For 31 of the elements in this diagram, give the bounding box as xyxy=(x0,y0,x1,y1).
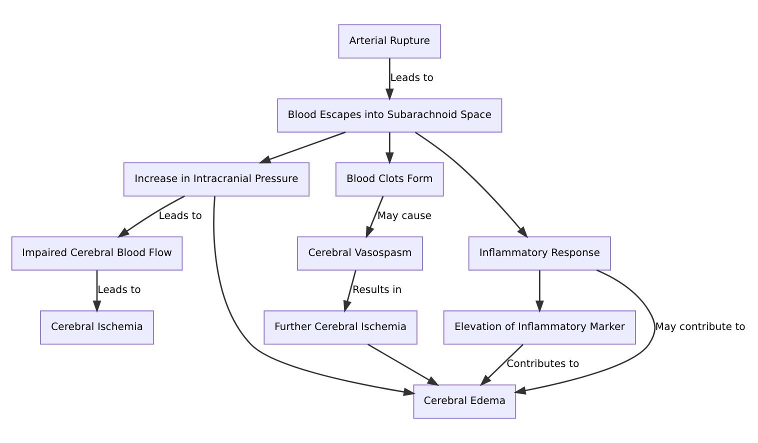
node-box: Further Cerebral Ischemia xyxy=(264,310,418,345)
arrow xyxy=(366,196,384,238)
arrow xyxy=(367,344,440,386)
edge-label: Contributes to xyxy=(506,359,580,370)
edge-label: Results in xyxy=(352,285,402,296)
node-box: Impaired Cerebral Blood Flow xyxy=(11,236,183,271)
node-box: Elevation of Inflammatory Marker xyxy=(443,310,636,345)
edge-label: Leads to xyxy=(158,211,202,222)
node-box: Increase in Intracranial Pressure xyxy=(123,162,310,196)
arrow xyxy=(117,196,185,238)
arrow xyxy=(258,132,346,164)
arrow xyxy=(92,270,102,313)
arrow xyxy=(514,270,656,395)
node-box: Blood Clots Form xyxy=(335,162,444,196)
edge-label: Leads to xyxy=(98,285,141,296)
arrow xyxy=(213,196,416,396)
node-box: Cerebral Vasospasm xyxy=(297,236,423,271)
arrow xyxy=(535,270,544,313)
arrow xyxy=(385,58,394,101)
arrow xyxy=(385,132,394,164)
node-box: Arterial Rupture xyxy=(338,24,442,58)
node-box: Cerebral Edema xyxy=(413,384,516,419)
edge-label: May cause xyxy=(377,211,432,222)
node-box: Cerebral Ischemia xyxy=(40,310,154,345)
edge-label: Leads to xyxy=(390,73,434,84)
node-box: Inflammatory Response xyxy=(468,236,611,271)
arrow xyxy=(343,270,356,313)
edge-label: May contribute to xyxy=(655,322,746,334)
node-box: Blood Escapes into Subarachnoid Space xyxy=(277,98,502,133)
arrow xyxy=(480,344,524,386)
arrow xyxy=(414,132,528,238)
